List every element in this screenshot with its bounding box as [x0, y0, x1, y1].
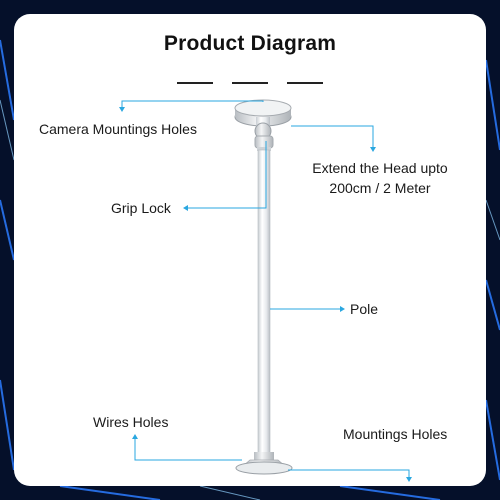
arrow-extend-head: [370, 147, 376, 152]
label-extend-head: Extend the Head upto 200cm / 2 Meter: [300, 158, 460, 198]
label-grip-lock: Grip Lock: [111, 200, 171, 216]
grip-lock-joint: [254, 122, 274, 151]
leader-wires-holes: [134, 438, 242, 461]
diagram-card: [14, 14, 486, 486]
arrow-wires-holes: [132, 434, 138, 439]
label-pole: Pole: [350, 301, 379, 317]
bottom-base: [235, 452, 293, 475]
arrow-grip-lock: [183, 205, 188, 211]
leader-mountings-holes: [288, 469, 410, 478]
top-mount-plate: [234, 99, 292, 127]
leader-camera-holes: [121, 100, 264, 108]
title-dash: [232, 82, 268, 84]
arrow-mountings-holes: [406, 477, 412, 482]
label-wires-holes: Wires Holes: [93, 414, 169, 430]
leader-grip-lock: [188, 141, 267, 209]
arrow-pole: [340, 306, 345, 312]
label-mountings-holes: Mountings Holes: [343, 426, 448, 442]
label-camera-mountings-holes: Camera Mountings Holes: [39, 121, 197, 137]
label-extend-head-line1: Extend the Head upto: [312, 160, 448, 176]
title-dash: [177, 82, 213, 84]
leader-extend-head: [291, 125, 374, 148]
label-extend-head-line2: 200cm / 2 Meter: [329, 180, 431, 196]
pole-shaft: [257, 149, 271, 461]
diagram-title: Product Diagram: [163, 32, 337, 55]
arrow-camera-holes: [119, 107, 125, 112]
title-dash: [287, 82, 323, 84]
